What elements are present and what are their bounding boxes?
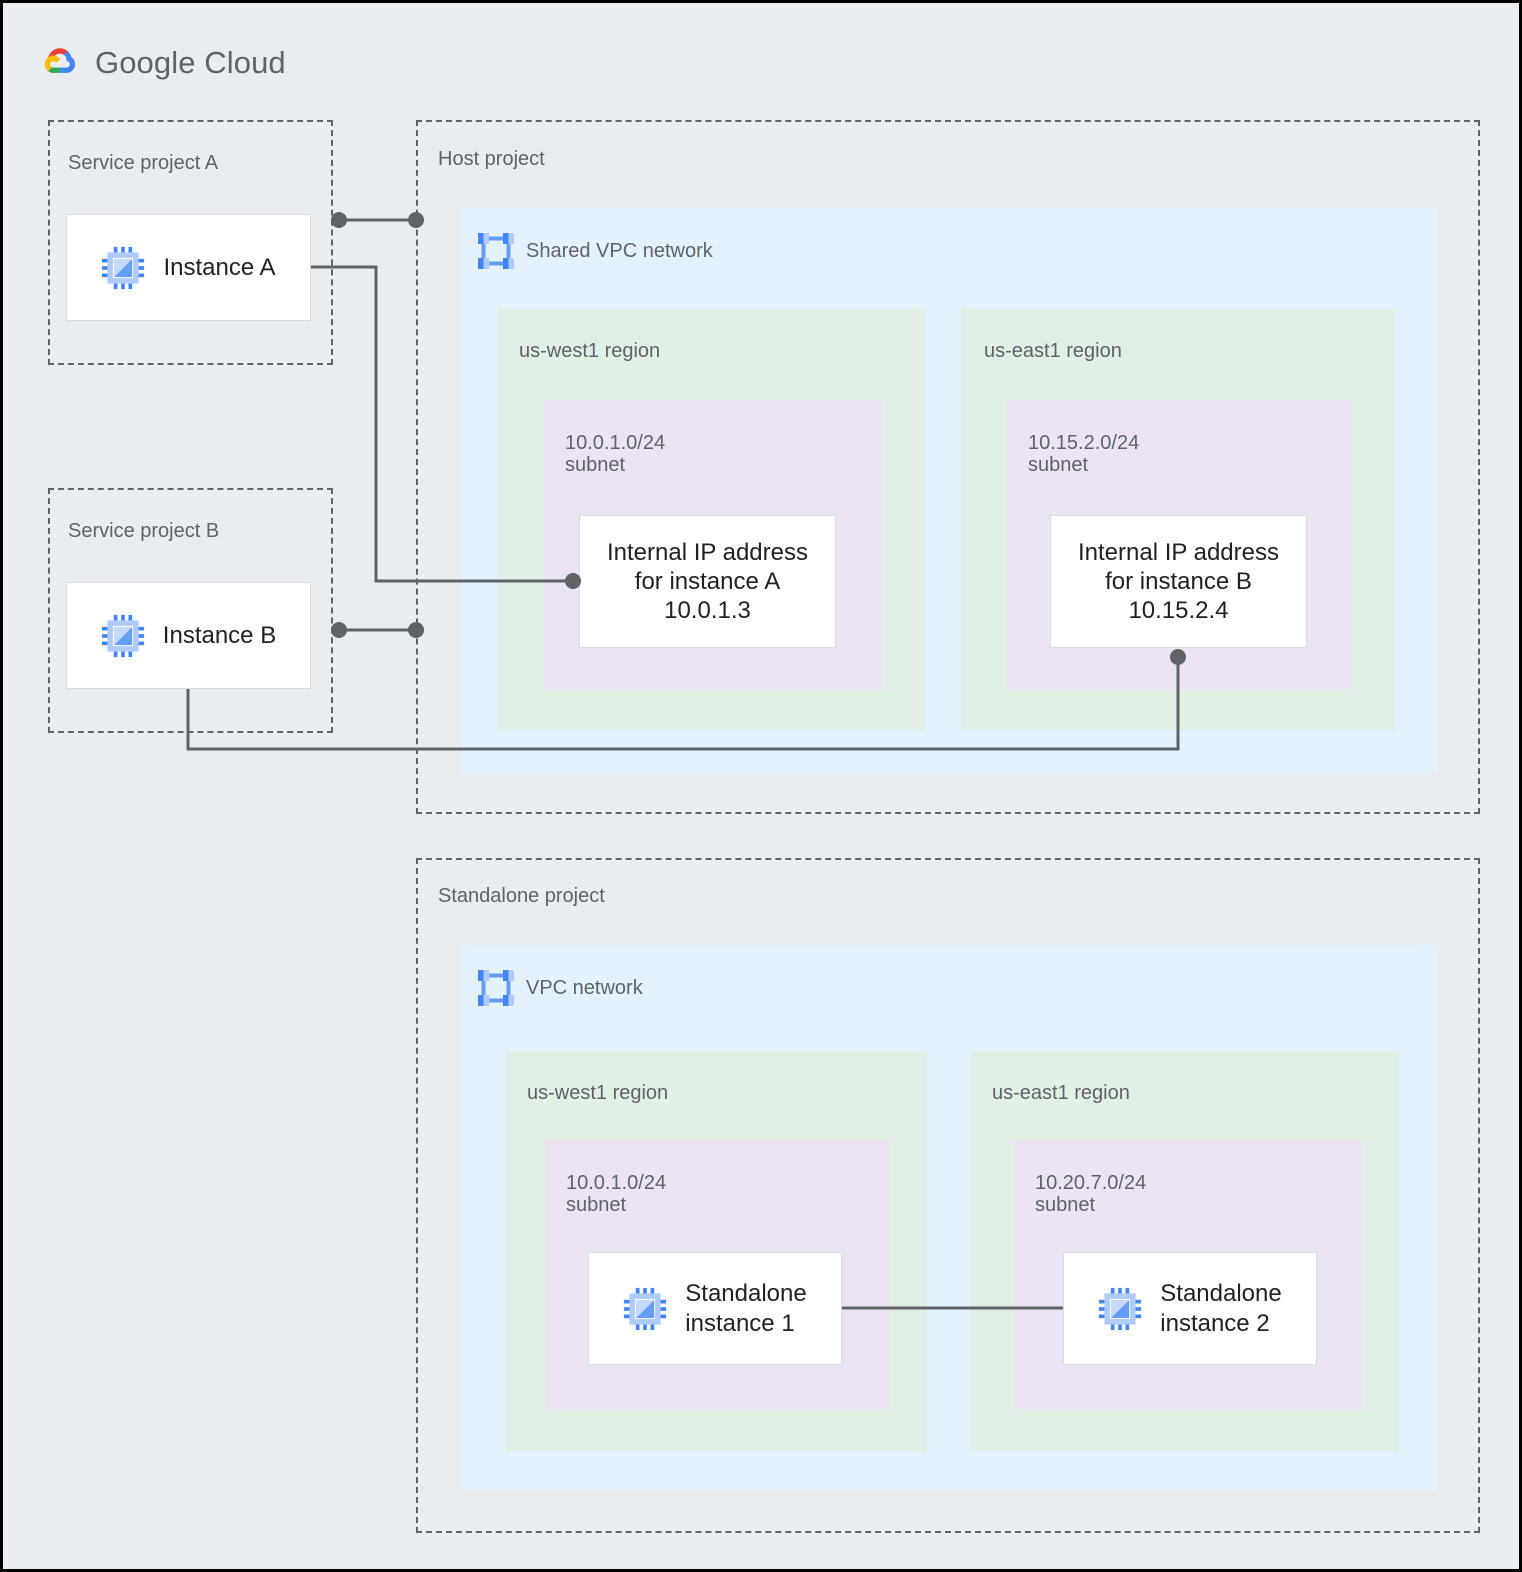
internal-ip-instance-b-card[interactable]: Internal IP address for instance B 10.15…: [1050, 515, 1307, 648]
internal-ip-instance-b-label: Internal IP address for instance B 10.15…: [1077, 538, 1279, 625]
standalone-instance-2-label: Standalone instance 2: [1160, 1280, 1282, 1337]
host-region-us-west1-label: us-west1 region: [519, 340, 661, 362]
host-region-us-east1-label: us-east1 region: [984, 340, 1122, 362]
brand-name: Google Cloud: [95, 45, 286, 80]
instance-b-card[interactable]: Instance B: [66, 582, 311, 689]
shared-vpc-network-label: Shared VPC network: [526, 240, 713, 262]
internal-ip-instance-a-card[interactable]: Internal IP address for instance A 10.0.…: [579, 515, 836, 648]
vpc-network-label: VPC network: [526, 977, 643, 999]
google-cloud-logo-icon: [44, 48, 76, 73]
vm-instance-icon: [624, 1287, 667, 1330]
standalone-subnet-10-20-7-0-label: 10.20.7.0/24 subnet: [1035, 1172, 1147, 1216]
vm-instance-icon: [101, 614, 144, 657]
vm-instance-icon: [102, 246, 145, 289]
vpc-network-icon: [478, 970, 514, 1006]
host-subnet-10-0-1-0-label: 10.0.1.0/24 subnet: [565, 432, 666, 476]
instance-a-label: Instance A: [163, 253, 276, 281]
service-project-b-label: Service project B: [68, 520, 220, 542]
standalone-instance-1-label: Standalone instance 1: [685, 1280, 807, 1337]
vm-instance-icon: [1099, 1287, 1142, 1330]
standalone-project-label: Standalone project: [438, 885, 605, 907]
host-subnet-10-15-2-0-label: 10.15.2.0/24 subnet: [1028, 432, 1140, 476]
standalone-instance-1-card[interactable]: Standalone instance 1: [588, 1252, 842, 1365]
google-cloud-brand: Google Cloud: [37, 41, 286, 85]
instance-a-card[interactable]: Instance A: [66, 214, 311, 321]
connector-dot: [331, 622, 347, 638]
internal-ip-instance-a-label: Internal IP address for instance A 10.0.…: [606, 538, 808, 625]
standalone-instance-2-card[interactable]: Standalone instance 2: [1063, 1252, 1317, 1365]
instance-b-label: Instance B: [162, 621, 277, 649]
service-project-a-boundary: [48, 120, 333, 365]
standalone-region-us-west1-label: us-west1 region: [527, 1082, 669, 1104]
vpc-network-icon: [478, 233, 514, 269]
standalone-region-us-east1-label: us-east1 region: [992, 1082, 1130, 1104]
host-project-label: Host project: [438, 148, 545, 170]
standalone-project-boundary: [416, 858, 1480, 1533]
connector-dot: [331, 212, 347, 228]
service-project-a-label: Service project A: [68, 152, 219, 174]
standalone-subnet-10-0-1-0-label: 10.0.1.0/24 subnet: [566, 1172, 667, 1216]
